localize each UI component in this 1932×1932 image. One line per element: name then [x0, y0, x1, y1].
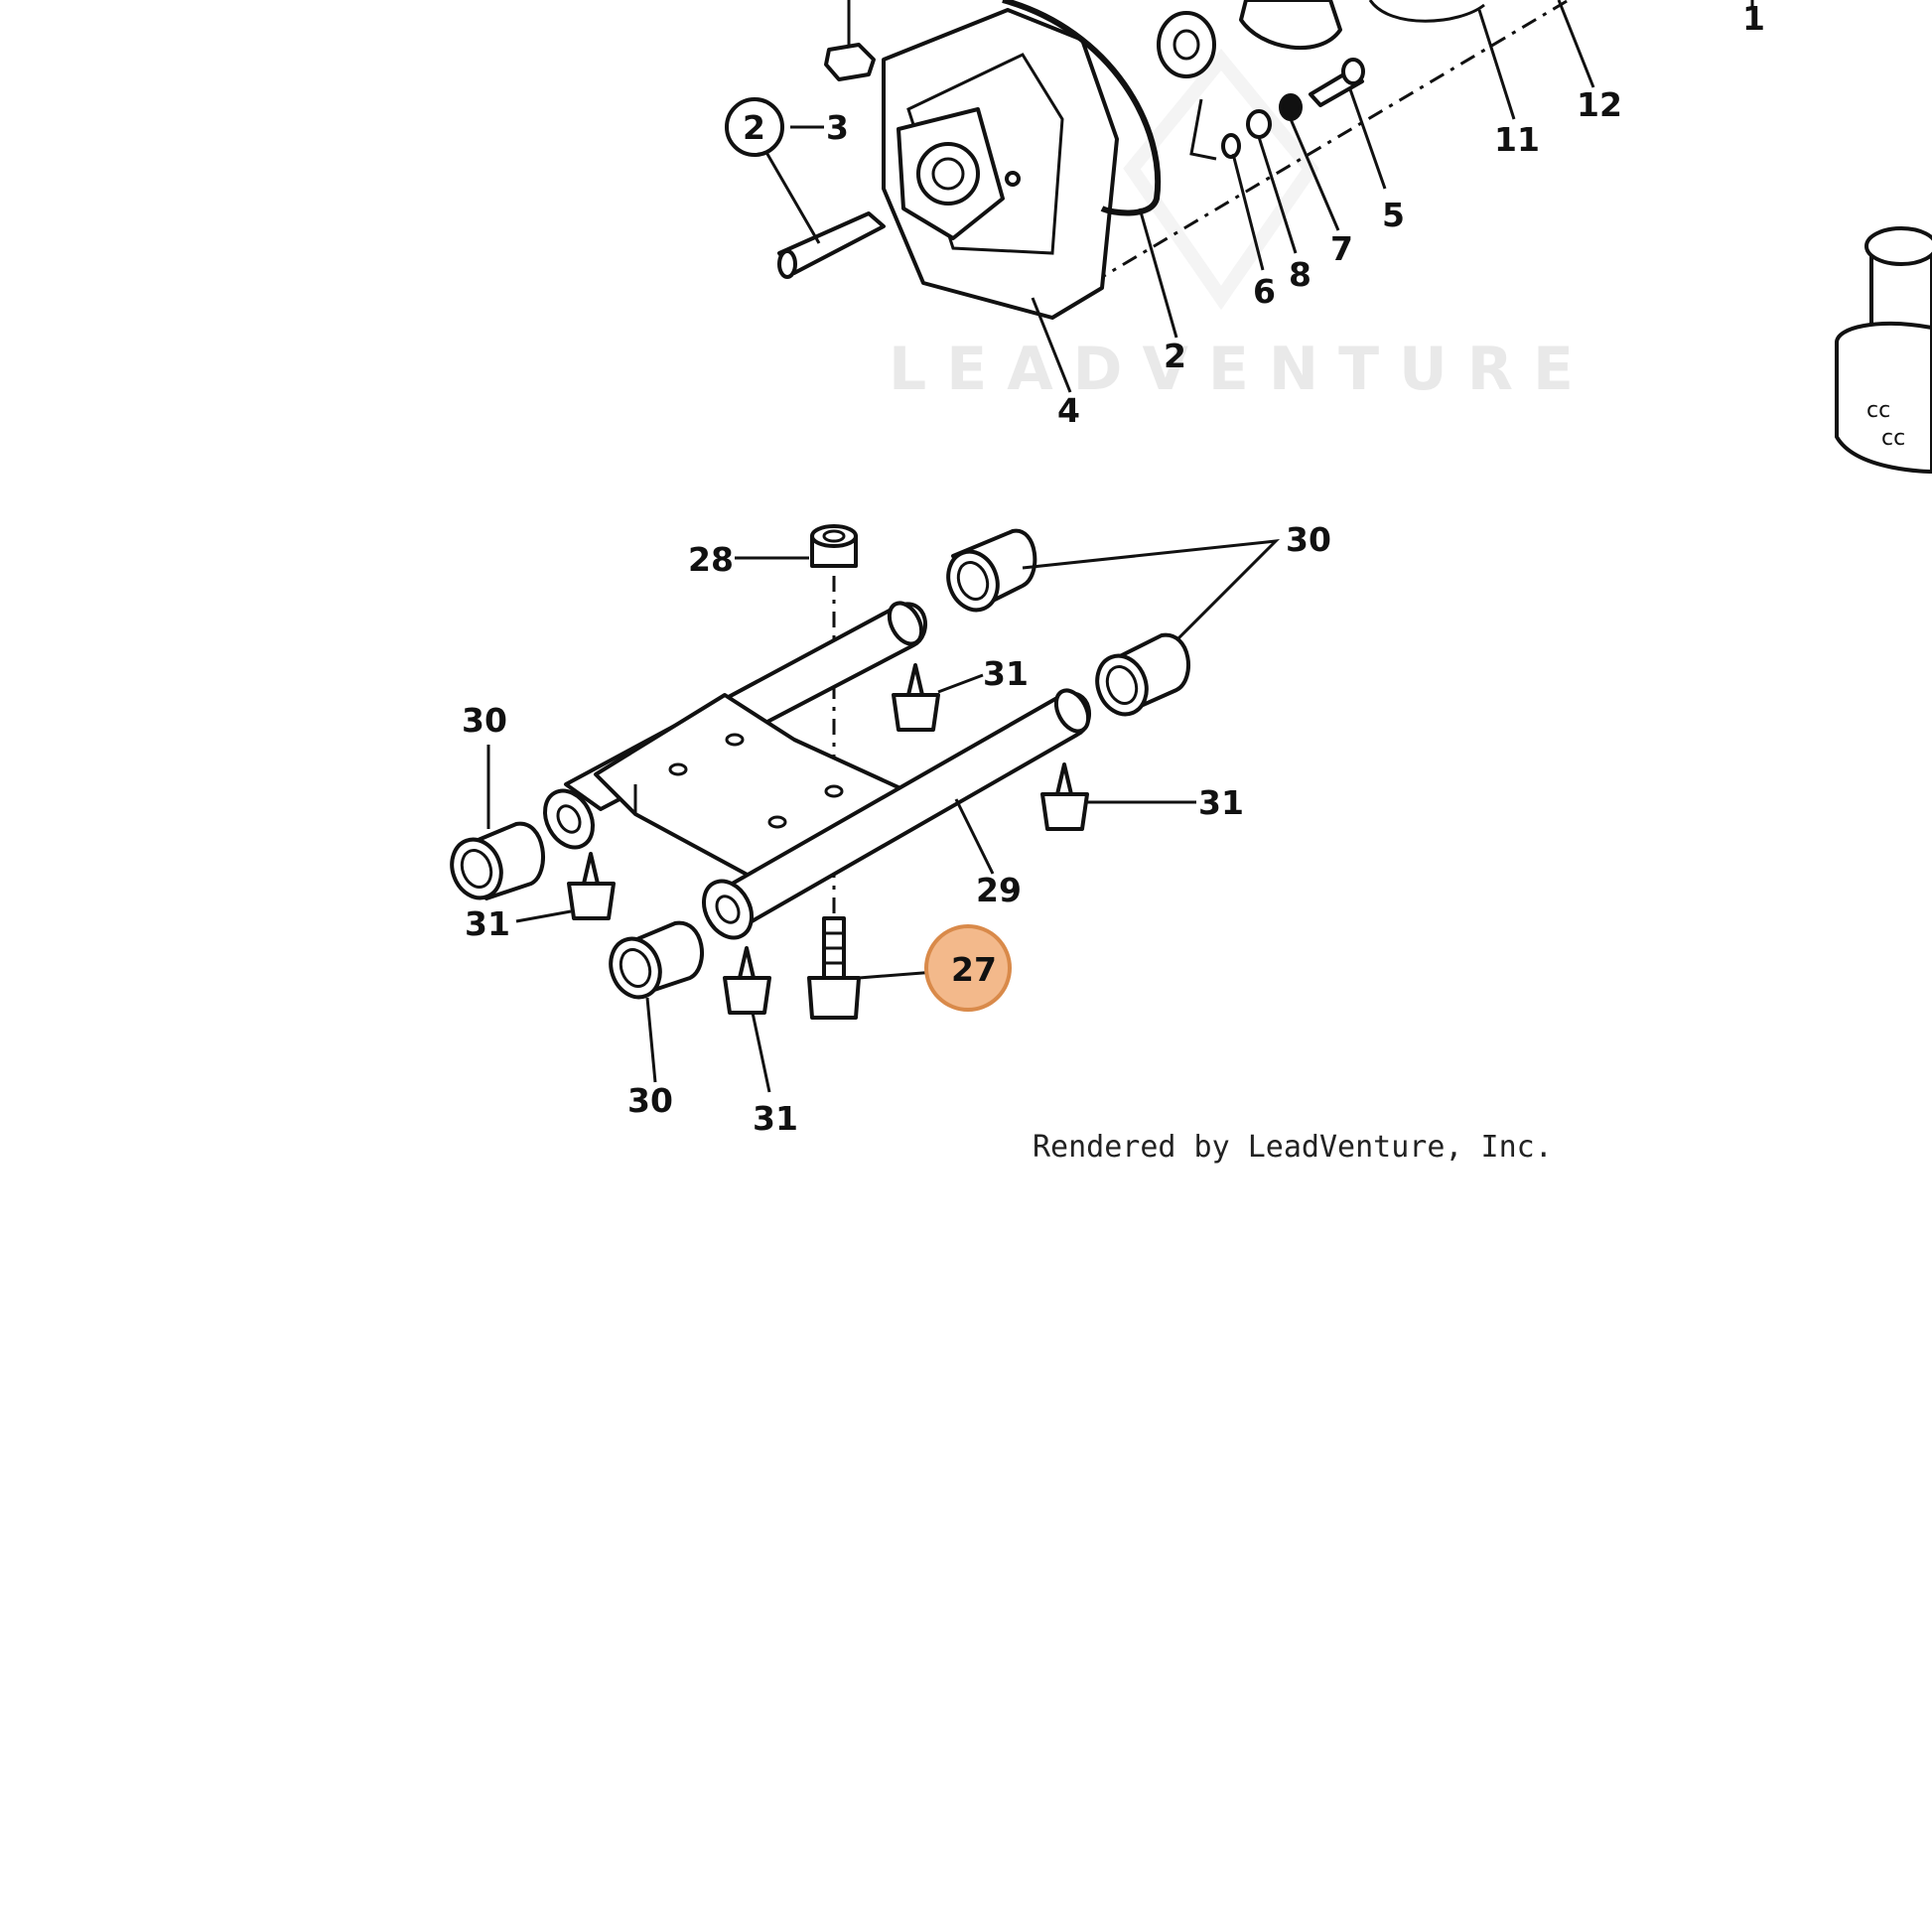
leader-4 [1031, 297, 1072, 393]
leader-11 [1477, 9, 1516, 120]
watermark-logo [1123, 48, 1319, 311]
callout-5: 5 [1382, 196, 1405, 234]
screw-part [892, 663, 940, 732]
callout-circle-2 [725, 97, 784, 157]
callout-28: 28 [688, 540, 734, 579]
highlight-circle-27 [924, 924, 1012, 1012]
nut-part [810, 524, 858, 568]
callout-3: 3 [826, 108, 849, 147]
callout-7: 7 [1330, 229, 1353, 268]
leader-12 [1557, 0, 1595, 88]
callout-31b: 31 [1198, 783, 1244, 822]
leader-31a [937, 673, 984, 694]
watermark-text: LEADVENTURE [889, 335, 1593, 404]
callout-30a: 30 [1286, 520, 1331, 559]
callout-6: 6 [1253, 272, 1276, 311]
edge-cylinder-part: cc cc [1835, 226, 1932, 474]
top-nut [824, 0, 876, 81]
credit-text: Rendered by LeadVenture, Inc. [1033, 1130, 1553, 1165]
leader-31c [515, 909, 572, 923]
o-ring-part [1002, 0, 1162, 216]
small-fasteners [1221, 58, 1365, 159]
bushing-part [1095, 632, 1190, 717]
leader-29 [954, 798, 995, 875]
top-axis-bracket [1189, 98, 1217, 161]
callout-2a: 2 [743, 108, 765, 147]
callout-11: 11 [1494, 120, 1540, 159]
screw-part [723, 946, 771, 1015]
svg-text:cc: cc [1866, 398, 1890, 423]
callout-27: 27 [951, 950, 997, 989]
callout-1: 1 [1742, 0, 1765, 38]
leader-2a [762, 148, 821, 244]
bushing-part [450, 821, 545, 900]
bolt-part [807, 916, 861, 1020]
callout-31a: 31 [983, 654, 1029, 693]
callout-31d: 31 [753, 1099, 798, 1138]
callout-12: 12 [1577, 85, 1622, 124]
leader-2b [1138, 207, 1178, 339]
callout-4: 4 [1057, 391, 1080, 430]
screw-part [567, 852, 616, 920]
callout-8: 8 [1289, 255, 1311, 294]
leader-30-top [1022, 539, 1281, 642]
callout-30b: 30 [462, 701, 507, 740]
callout-29: 29 [976, 871, 1022, 909]
bushing-part [609, 920, 704, 1000]
plug-part [1157, 0, 1485, 78]
callout-31c: 31 [465, 904, 510, 943]
top-axis-line [1091, 0, 1570, 285]
bracket-part [543, 601, 1091, 940]
svg-text:cc: cc [1881, 426, 1905, 451]
housing-part [882, 8, 1119, 320]
leader-5 [1348, 88, 1387, 190]
screw-part [1040, 762, 1089, 831]
leader-6 [1231, 153, 1265, 271]
stud-part [777, 211, 886, 279]
bushing-part [946, 528, 1037, 613]
leader-8 [1257, 136, 1298, 254]
leader-31d [751, 1012, 771, 1093]
callout-2b: 2 [1164, 337, 1186, 375]
callout-30c: 30 [627, 1081, 673, 1120]
leader-7 [1289, 118, 1340, 231]
leader-30-bottom [645, 997, 657, 1083]
